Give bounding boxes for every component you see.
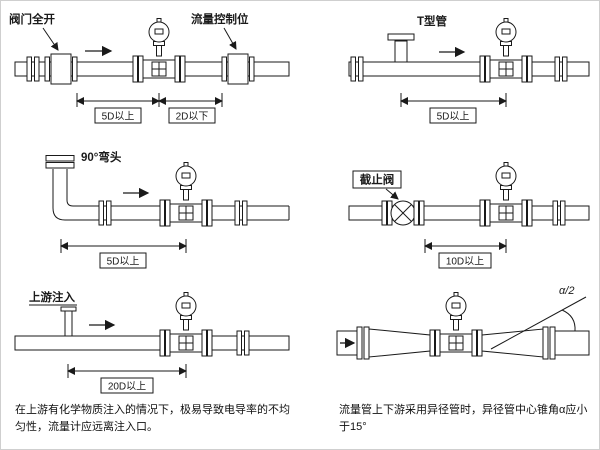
label-box [352, 170, 402, 189]
stop-valve-icon [381, 200, 425, 226]
elbow-top-flange [45, 162, 75, 169]
panel-valve-fully-open: 阀门全开 流量控制位 5D以上 2D以下 [9, 12, 290, 124]
injection-tube [64, 310, 73, 337]
flowmeter-icon [479, 18, 533, 83]
dimension-label: 5D以上 [102, 111, 135, 123]
flange [363, 326, 370, 360]
flange [542, 326, 549, 360]
flowmeter-icon [159, 292, 213, 357]
stop-valve-label: 截止阀 [360, 173, 395, 187]
tee-pipe-label: T型管 [417, 14, 448, 28]
dimension-box [168, 107, 216, 124]
pipe [348, 61, 590, 77]
flange-joint-icon [234, 200, 248, 226]
dimension-label: 2D以下 [176, 112, 209, 123]
elbow-outer-wall [52, 169, 93, 221]
flowmeter-icon [132, 18, 186, 83]
caption-left: 在上游有化学物质注入的情况下，极易导致电导率的不均匀性，流量计应远离注入口。 [15, 404, 290, 433]
caption-right: 流量管上下游采用异径管时，异径管中心锥角α应小于15° [339, 404, 588, 433]
flange [549, 326, 556, 360]
dimension-box [438, 252, 492, 269]
tee-branch-flange [387, 33, 415, 41]
flange [356, 326, 363, 360]
pipe [554, 330, 590, 356]
panel-stop-valve: 截止阀 10D以上 [348, 162, 590, 269]
dimension-box [94, 107, 142, 124]
reducer-cone-right [481, 328, 544, 358]
injection-label: 上游注入 [29, 290, 75, 304]
pipe [14, 335, 290, 351]
dimension-label: 10D以上 [446, 256, 484, 268]
valve-open-label: 阀门全开 [9, 12, 55, 26]
panel-reducer: α/2 [336, 285, 590, 360]
elbow-inner-wall [66, 169, 93, 207]
cone-angle-line [490, 296, 587, 350]
dimension-label: 20D以上 [108, 381, 146, 393]
leader-arrow-icon [223, 27, 237, 50]
elbow-label: 90°弯头 [81, 150, 122, 164]
leader-arrow-icon [42, 27, 59, 51]
dimension-box [100, 377, 154, 394]
flowmeter-icon [159, 162, 213, 227]
upstream-valve-icon [44, 53, 78, 85]
cone-angle-label: α/2 [559, 285, 574, 297]
flow-control-valve-icon [221, 53, 255, 85]
dimension-box [429, 107, 477, 124]
elbow-top-flange [45, 155, 75, 162]
flowmeter-icon [479, 162, 533, 227]
panel-tee-pipe: T型管 5D以上 [348, 14, 590, 124]
dimension-label: 5D以上 [437, 111, 470, 123]
reducer-cone-left [368, 328, 431, 358]
panel-upstream-injection: 上游注入 20D以上 [14, 290, 290, 394]
dimension-box [99, 252, 147, 269]
leader-arrow-icon [385, 188, 399, 200]
panel-90-elbow: 90°弯头 5D以上 [45, 150, 290, 269]
flange-joint-icon [98, 200, 112, 226]
tee-branch [394, 40, 408, 63]
dimension-label: 5D以上 [107, 256, 140, 268]
flowmeter-icon [429, 292, 483, 357]
flow-control-label: 流量控制位 [191, 12, 249, 26]
injection-tube-cap [60, 306, 77, 312]
angle-arc [561, 309, 576, 332]
